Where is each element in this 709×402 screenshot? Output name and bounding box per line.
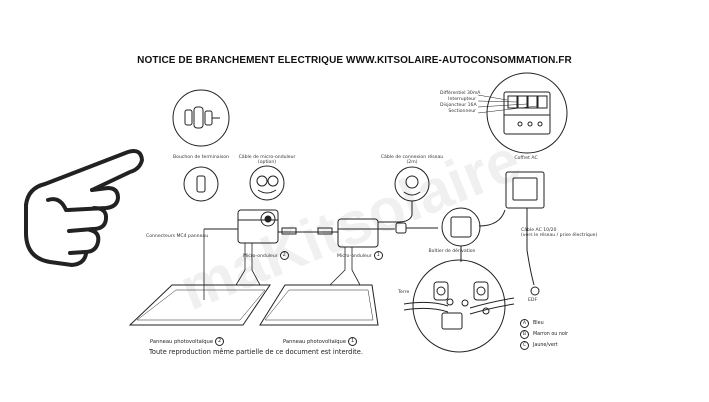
legend-item: B Marron ou noir [520, 329, 568, 340]
pointing-hand-icon [24, 149, 144, 267]
micro-cable-label-text: Câble de micro-onduleur [238, 155, 296, 160]
panel-connectors-label: Connecteurs MC4 panneau [146, 234, 209, 239]
dc-leads [203, 229, 361, 300]
wire-color-legend: A Bleu B Marron ou noir C Jaune/vert [520, 318, 568, 351]
legend-mark: B [520, 330, 529, 339]
junction-box-detail [403, 259, 515, 353]
end-cap-label: Bouchon de terminaison [173, 155, 229, 160]
ac-cable-label-text: Câble AC 10/20 [521, 228, 557, 233]
solar-panel-2 [128, 284, 271, 326]
legend-item: C Jaune/vert [520, 340, 568, 351]
solar-panel-1 [259, 284, 379, 326]
page-title: NOTICE DE BRANCHEMENT ELECTRIQUE WWW.KIT… [137, 55, 572, 66]
junction-box-label: Boîtier de dérivation [428, 249, 476, 254]
junction-box [441, 207, 481, 262]
ground-label: Terre [398, 290, 410, 295]
micro-cable-connector [249, 165, 285, 201]
legend-label: Marron ou noir [533, 332, 569, 337]
copyright-footer: Toute reproduction même partielle de ce … [149, 348, 363, 356]
legend-item: A Bleu [520, 318, 568, 329]
ac-trunk-cable [204, 222, 438, 235]
legend-mark: C [520, 341, 529, 350]
number-badge: 2 [279, 251, 289, 260]
micro-inverter-2-text: Micro-onduleur [243, 254, 278, 259]
micro-cable-label-sub: (option) [257, 160, 277, 166]
ac-cable-label: Câble AC 10/20 (vers le réseau / prise é… [521, 228, 597, 238]
network-cable-label-sub: (2m) [406, 160, 418, 166]
network-cable-label: Câble de connexion réseau (2m) [381, 155, 443, 165]
end-cap-detail [172, 89, 230, 147]
ac-box-item-1: Différentiel 30mA [440, 91, 481, 96]
network-cable-label-text: Câble de connexion réseau [380, 155, 444, 160]
ac-box-item-2: Interrupteur [448, 97, 476, 102]
ac-box-item-3: Disjoncteur 16A [440, 103, 477, 108]
ac-box-item-4: Sectionneur [448, 109, 476, 114]
solar-panel-2-text: Panneau photovoltaïque [150, 339, 214, 345]
micro-inverter-1-text: Micro-onduleur [337, 254, 372, 259]
solar-panel-1-text: Panneau photovoltaïque [283, 339, 347, 345]
micro-inverter-1 [337, 218, 379, 248]
ac-box-label: Coffret AC [514, 156, 538, 161]
number-badge: 1 [348, 337, 358, 346]
network-cable-connector [378, 166, 430, 223]
number-badge: 2 [215, 337, 225, 346]
legend-label: Jaune/vert [533, 343, 558, 348]
ac-cable [478, 208, 540, 296]
micro-inverter-2 [237, 209, 279, 244]
ac-box [477, 72, 568, 154]
ac-cable-label-sub: (vers le réseau / prise électrique) [521, 233, 598, 239]
legend-mark: A [520, 319, 529, 328]
ac-box-small [505, 171, 545, 209]
number-badge: 1 [373, 251, 383, 260]
legend-label: Bleu [533, 321, 544, 326]
end-cap [183, 166, 219, 202]
micro-cable-label: Câble de micro-onduleur (option) [239, 155, 296, 165]
edf-label: EDF [528, 298, 538, 303]
